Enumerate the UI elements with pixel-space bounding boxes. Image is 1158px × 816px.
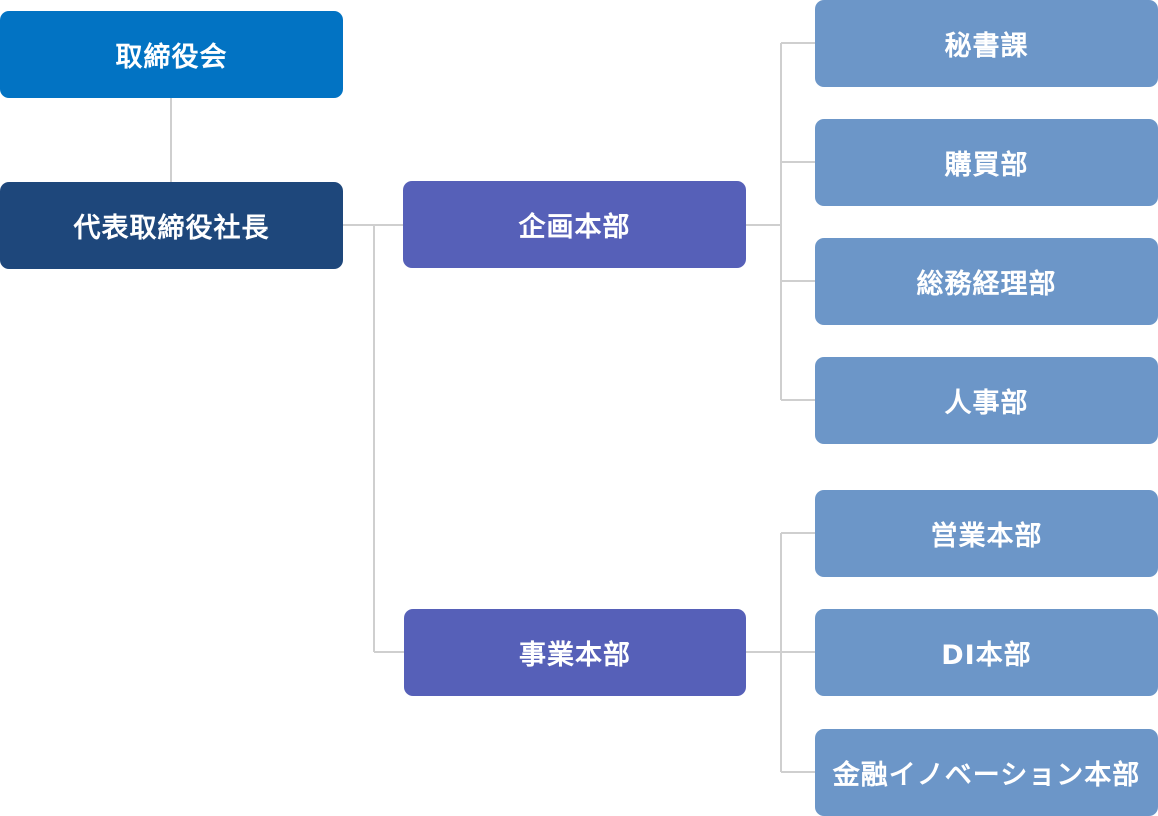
department-box: 秘書課 [815, 0, 1158, 87]
board-of-directors-box: 取締役会 [0, 11, 343, 98]
division-label: 企画本部 [518, 212, 631, 243]
department-box: 購買部 [815, 119, 1158, 206]
department-box: 金融イノベーション本部 [815, 729, 1158, 816]
department-label: 金融イノベーション本部 [832, 760, 1141, 791]
department-label: 総務経理部 [916, 269, 1057, 300]
department-label: 秘書課 [944, 31, 1029, 62]
department-label: 人事部 [944, 388, 1029, 419]
division-business-box: 事業本部 [404, 609, 746, 696]
department-label: 営業本部 [930, 521, 1043, 552]
division-planning-box: 企画本部 [403, 181, 746, 268]
department-box: 人事部 [815, 357, 1158, 444]
department-box: 営業本部 [815, 490, 1158, 577]
department-label: 購買部 [944, 150, 1029, 181]
department-box: DI本部 [815, 609, 1158, 696]
department-box: 総務経理部 [815, 238, 1158, 325]
division-label: 事業本部 [519, 640, 631, 671]
ceo-box: 代表取締役社長 [0, 182, 343, 269]
ceo-label: 代表取締役社長 [73, 213, 270, 244]
department-label: DI本部 [941, 640, 1032, 671]
board-label: 取締役会 [115, 42, 228, 73]
